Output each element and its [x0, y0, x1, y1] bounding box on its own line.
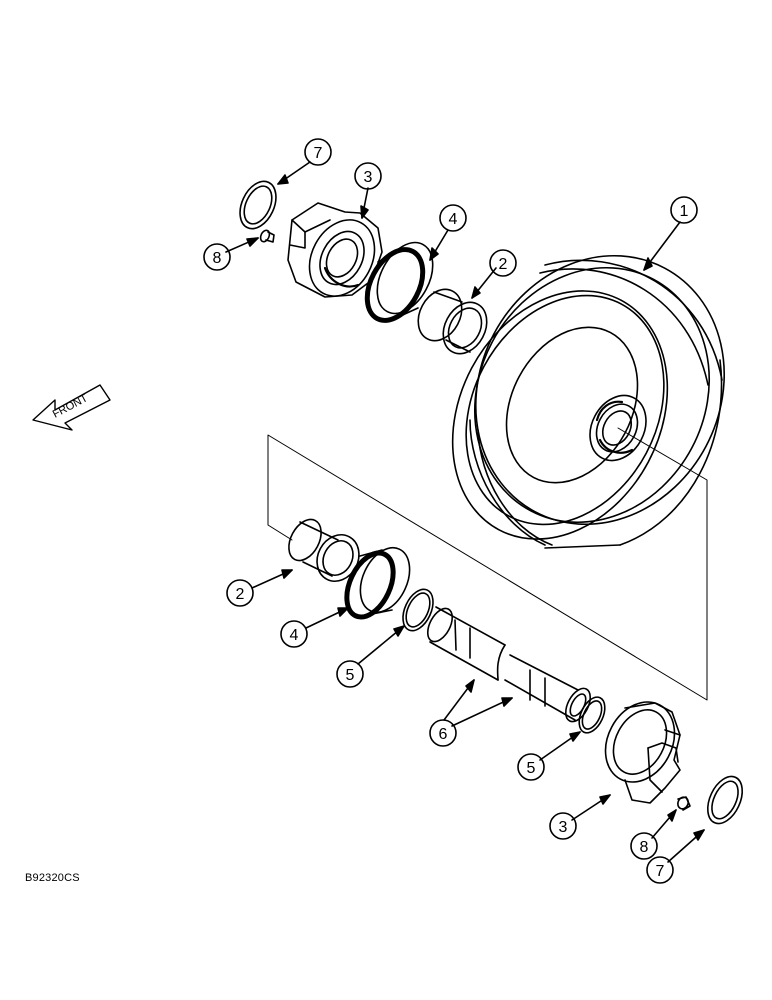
collar-lower: [604, 701, 681, 804]
seal-upper: [364, 241, 434, 323]
callout-8-lower: 8: [640, 839, 649, 856]
shaft: [426, 606, 592, 723]
callout-7-upper: 7: [314, 145, 323, 162]
front-label: FRONT: [51, 392, 90, 421]
o-ring-lower-right: [578, 696, 606, 734]
callout-6: 6: [439, 726, 448, 743]
callout-2-lower: 2: [236, 586, 245, 603]
callouts: 1 2 3 4 7 8 2 4: [203, 138, 705, 884]
plug-lower: [677, 796, 691, 811]
explode-lines: [267, 427, 708, 701]
callout-2-upper: 2: [499, 256, 508, 273]
front-direction-arrow: FRONT: [32, 384, 111, 431]
idler-wheel: [451, 254, 725, 549]
callout-5-left: 5: [346, 667, 355, 684]
callout-4-lower: 4: [290, 627, 299, 644]
callout-4-upper: 4: [449, 211, 458, 228]
callout-7-lower: 7: [656, 863, 665, 880]
callout-8-upper: 8: [213, 250, 222, 267]
plug-upper: [259, 229, 275, 243]
figure-code: B92320CS: [25, 872, 80, 884]
o-ring-lower-left: [402, 588, 434, 632]
callout-3-upper: 3: [364, 169, 373, 186]
callout-1: 1: [680, 203, 689, 220]
retaining-ring-lower: [706, 775, 744, 825]
seal-lower: [344, 547, 411, 620]
retaining-ring-upper: [239, 180, 277, 230]
callout-3-lower: 3: [559, 819, 568, 836]
bushing-upper: [417, 288, 488, 355]
callout-5-right: 5: [527, 760, 536, 777]
collar-upper: [287, 202, 383, 298]
